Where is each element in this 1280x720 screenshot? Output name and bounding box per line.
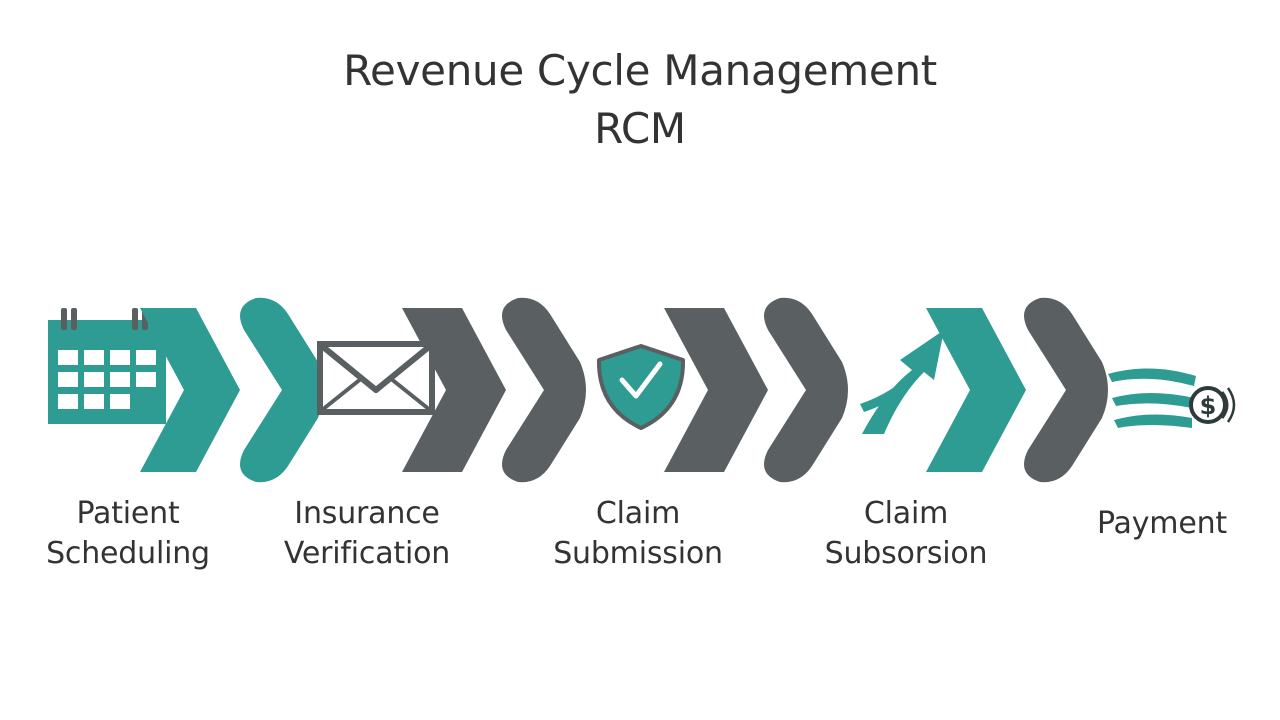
step-3-line-2: Submission — [553, 536, 723, 571]
calendar-icon — [48, 308, 166, 424]
step-label-payment: Payment — [1080, 504, 1244, 544]
step-label-claim-subsorsion: Claim Subsorsion — [801, 494, 1011, 574]
flow-chevrons — [140, 297, 1108, 483]
shield-check-icon — [596, 344, 686, 430]
step-label-claim-submission: Claim Submission — [533, 494, 743, 574]
envelope-icon — [317, 341, 435, 415]
step-label-patient-scheduling: Patient Scheduling — [28, 494, 228, 574]
step-4-line-2: Subsorsion — [824, 536, 988, 571]
step-2-line-2: Verification — [283, 536, 451, 571]
dollar-coin-icon: $ — [1108, 368, 1236, 428]
svg-text:$: $ — [1200, 392, 1217, 420]
step-3-line-1: Claim — [595, 496, 681, 531]
step-2-line-1: Insurance — [294, 496, 440, 531]
step-4-line-1: Claim — [863, 496, 949, 531]
step-1-line-1: Patient — [76, 496, 180, 531]
chevron-5 — [664, 308, 768, 472]
chevron-1 — [140, 308, 240, 472]
step-label-insurance-verification: Insurance Verification — [262, 494, 472, 574]
step-5-line-1: Payment — [1097, 506, 1227, 541]
diagram-title: Revenue Cycle Management — [343, 46, 937, 95]
arrow-swoosh-icon — [860, 330, 944, 434]
chevron-7 — [926, 308, 1026, 472]
chevron-8 — [1024, 297, 1108, 483]
chevron-6 — [764, 297, 848, 483]
chevron-4 — [502, 297, 586, 483]
step-1-line-2: Scheduling — [46, 536, 210, 571]
diagram-subtitle: RCM — [594, 104, 686, 153]
chevron-2 — [240, 297, 324, 483]
